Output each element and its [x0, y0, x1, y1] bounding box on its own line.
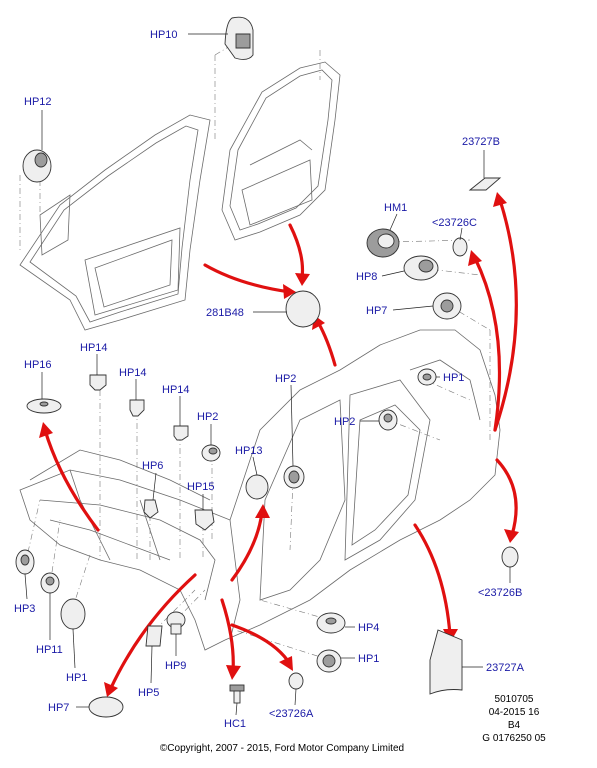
part-hc1 — [229, 684, 245, 704]
arrow-to-23727a — [413, 523, 452, 637]
label-23727b: 23727B — [462, 136, 500, 148]
arrow-rear-door-to-281b48 — [288, 223, 305, 280]
part-hp6 — [143, 499, 159, 519]
part-labels: HP10 HP12 23727B HM1 <23726C HP8 281B48 … — [14, 29, 525, 730]
arrowhead-8 — [39, 422, 53, 438]
arrow-to-23726c — [473, 256, 502, 432]
part-hp5 — [145, 625, 163, 647]
part-hp7-top — [432, 292, 462, 320]
part-hp12 — [22, 149, 52, 183]
arrow-to-23726a — [230, 623, 292, 666]
part-hp14-c — [173, 425, 189, 441]
part-23727a — [429, 629, 463, 695]
part-hp13 — [245, 474, 269, 500]
arrowhead-2 — [295, 273, 310, 286]
label-hp14-c: HP14 — [162, 384, 190, 396]
label-hc1: HC1 — [224, 718, 246, 730]
red-arrows — [39, 192, 519, 697]
parts — [15, 16, 519, 718]
label-hp13: HP13 — [235, 445, 263, 457]
label-hp7-top: HP7 — [366, 305, 387, 317]
part-hp15 — [194, 509, 215, 531]
label-hp10: HP10 — [150, 29, 178, 41]
part-hp2-mid — [201, 444, 221, 462]
label-hp6: HP6 — [142, 460, 163, 472]
label-hp12: HP12 — [24, 96, 52, 108]
part-hp7-bottom — [88, 696, 124, 718]
part-281b48 — [285, 290, 321, 328]
part-23727b — [468, 177, 502, 191]
arrowhead-6 — [504, 529, 519, 543]
arrowhead-1 — [283, 284, 296, 299]
arrowhead-12 — [279, 656, 293, 671]
label-hp9: HP9 — [165, 660, 186, 672]
part-hm1 — [366, 228, 400, 258]
part-hp2-left — [283, 465, 305, 489]
label-hp11: HP11 — [36, 644, 63, 656]
label-hp7-bottom: HP7 — [48, 702, 69, 714]
part-23726b — [501, 546, 519, 568]
label-hp16: HP16 — [24, 359, 52, 371]
front-door-outline — [19, 114, 211, 331]
arrowhead-5 — [468, 250, 482, 266]
part-hp10 — [224, 16, 254, 60]
label-hp4: HP4 — [358, 622, 379, 634]
part-hp3 — [15, 549, 35, 575]
label-hp1-right: HP1 — [358, 653, 379, 665]
part-hp1-right — [316, 649, 342, 673]
label-hp15: HP15 — [187, 481, 215, 493]
ref-code: B4 — [508, 720, 521, 731]
label-281b48: 281B48 — [206, 307, 244, 319]
ref-number: 5010705 — [495, 694, 534, 705]
label-hp5: HP5 — [138, 687, 159, 699]
label-hp14-b: HP14 — [119, 367, 147, 379]
arrow-to-hp16 — [43, 428, 100, 532]
label-hp14-a: HP14 — [80, 342, 108, 354]
label-hp3: HP3 — [14, 603, 35, 615]
label-hp1-left: HP1 — [66, 672, 87, 684]
part-hp14-a — [89, 374, 107, 391]
reference-block: 5010705 04-2015 16 B4 G 0176250 05 — [482, 694, 546, 744]
label-23727a: 23727A — [486, 662, 525, 674]
label-23726b: <23726B — [478, 587, 522, 599]
label-hp2-mid: HP2 — [197, 411, 218, 423]
arrow-to-23727b — [493, 198, 518, 432]
part-hp1-left — [60, 598, 86, 630]
label-hp2-left: HP2 — [275, 373, 296, 385]
arrow-to-hp13 — [230, 510, 264, 582]
rear-door-outline — [221, 61, 341, 241]
part-hp11 — [40, 572, 60, 594]
label-hp8: HP8 — [356, 271, 377, 283]
part-23726c — [452, 237, 468, 257]
label-23726c: <23726C — [432, 217, 477, 229]
label-23726a: <23726A — [269, 708, 314, 720]
label-leaders — [24, 33, 511, 716]
part-hp8 — [403, 255, 439, 281]
arrowhead-9 — [255, 504, 270, 518]
ref-date: 04-2015 16 — [489, 707, 540, 718]
part-hp16 — [26, 398, 62, 414]
part-hp1-top — [417, 368, 437, 386]
arrow-front-door-to-281b48 — [203, 263, 292, 294]
label-hp1-top: HP1 — [443, 372, 464, 384]
ref-drawing-id: G 0176250 05 — [482, 733, 546, 744]
arrowhead-11 — [226, 665, 241, 680]
part-hp9 — [166, 611, 186, 635]
arrow-to-hc1 — [220, 598, 235, 674]
arrowhead-4 — [493, 192, 507, 207]
arrow-to-hp7-bottom — [108, 573, 197, 692]
part-hp2-right — [378, 409, 398, 431]
part-hp14-b — [129, 399, 145, 417]
part-hp4 — [316, 612, 346, 634]
label-hp2-right: HP2 — [334, 416, 355, 428]
part-23726a — [288, 672, 304, 690]
arrow-body-to-281b48 — [316, 320, 337, 367]
label-hm1: HM1 — [384, 202, 407, 214]
copyright-notice: ©Copyright, 2007 - 2015, Ford Motor Comp… — [160, 743, 404, 754]
arrow-to-23726b — [495, 458, 518, 537]
arrowhead-10 — [104, 682, 118, 697]
